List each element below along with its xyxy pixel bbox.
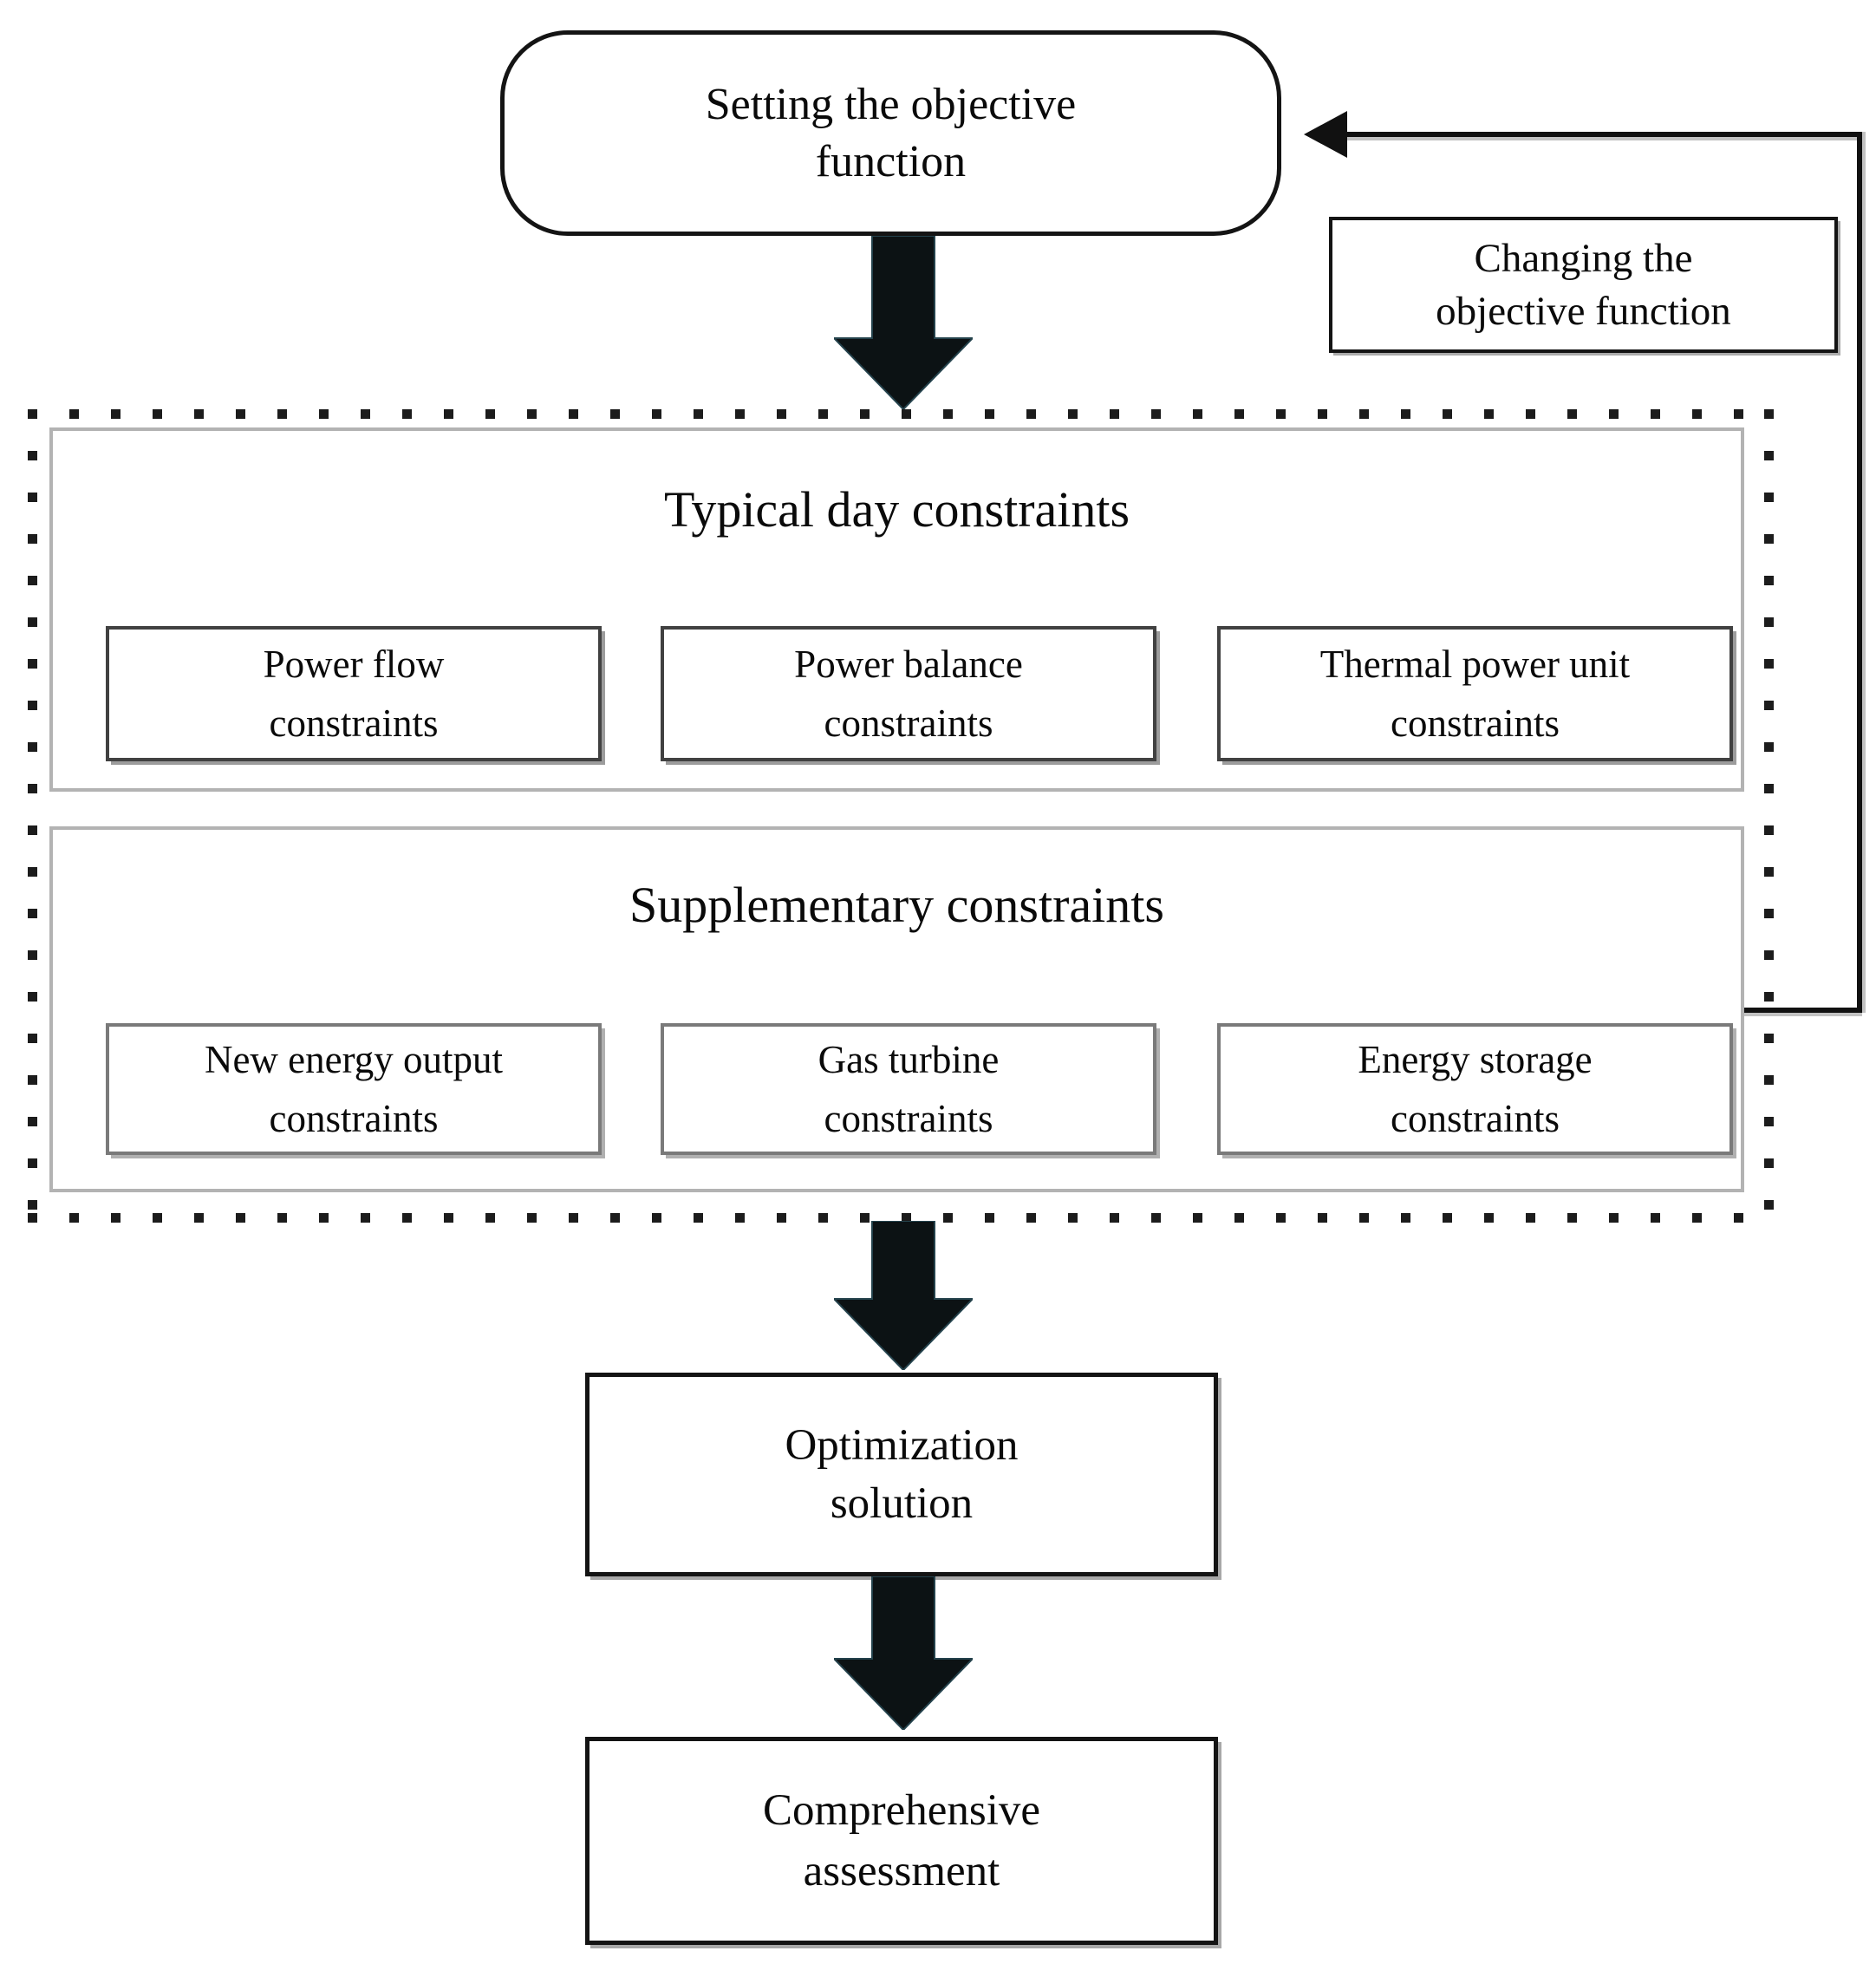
node-comprehensive-assessment: Comprehensive assessment: [585, 1737, 1218, 1945]
dotted-border-left: [28, 409, 37, 1223]
box-gas-turbine-constraints-label: Gas turbine constraints: [817, 1038, 1000, 1140]
section-typical-day-constraints: Typical day constraints Power flow const…: [49, 427, 1744, 792]
arrow-down-constraints-to-optimization-icon: [834, 1221, 973, 1370]
box-power-flow-constraints: Power flow constraints: [106, 626, 602, 761]
feedback-line-top: [1345, 132, 1862, 137]
node-comprehensive-assessment-label: Comprehensive assessment: [762, 1786, 1041, 1895]
box-thermal-power-unit-constraints: Thermal power unit constraints: [1217, 626, 1733, 761]
node-setting-objective-function-label: Setting the objective function: [705, 79, 1077, 186]
section-supplementary-title: Supplementary constraints: [629, 877, 1164, 933]
box-power-balance-constraints-label: Power balance constraints: [794, 643, 1023, 745]
box-thermal-power-unit-constraints-label: Thermal power unit constraints: [1319, 643, 1631, 745]
feedback-line-bottom: [1744, 1008, 1862, 1013]
section-supplementary-constraints: Supplementary constraints New energy out…: [49, 826, 1744, 1192]
box-power-flow-constraints-label: Power flow constraints: [263, 643, 445, 745]
arrow-down-setting-to-constraints-icon: [834, 236, 973, 409]
node-optimization-solution-label: Optimization solution: [785, 1420, 1019, 1528]
box-new-energy-output-constraints-label: New energy output constraints: [204, 1038, 504, 1140]
node-setting-objective-function: Setting the objective function: [500, 30, 1281, 236]
box-power-balance-constraints: Power balance constraints: [661, 626, 1156, 761]
box-new-energy-output-constraints: New energy output constraints: [106, 1023, 602, 1155]
box-gas-turbine-constraints: Gas turbine constraints: [661, 1023, 1156, 1155]
box-energy-storage-constraints: Energy storage constraints: [1217, 1023, 1733, 1155]
box-energy-storage-constraints-label: Energy storage constraints: [1358, 1038, 1593, 1140]
dotted-border-bottom: [28, 1213, 1774, 1223]
dotted-border-top: [28, 409, 1774, 419]
feedback-line-right: [1857, 132, 1862, 1013]
arrow-down-optimization-to-assessment-icon: [834, 1576, 973, 1730]
node-changing-objective-function-label: Changing the objective function: [1436, 235, 1731, 334]
section-typical-title: Typical day constraints: [663, 481, 1130, 538]
node-optimization-solution: Optimization solution: [585, 1373, 1218, 1576]
node-changing-objective-function: Changing the objective function: [1329, 217, 1838, 353]
dotted-border-right: [1764, 409, 1774, 1223]
feedback-arrowhead-left-icon: [1304, 111, 1347, 158]
